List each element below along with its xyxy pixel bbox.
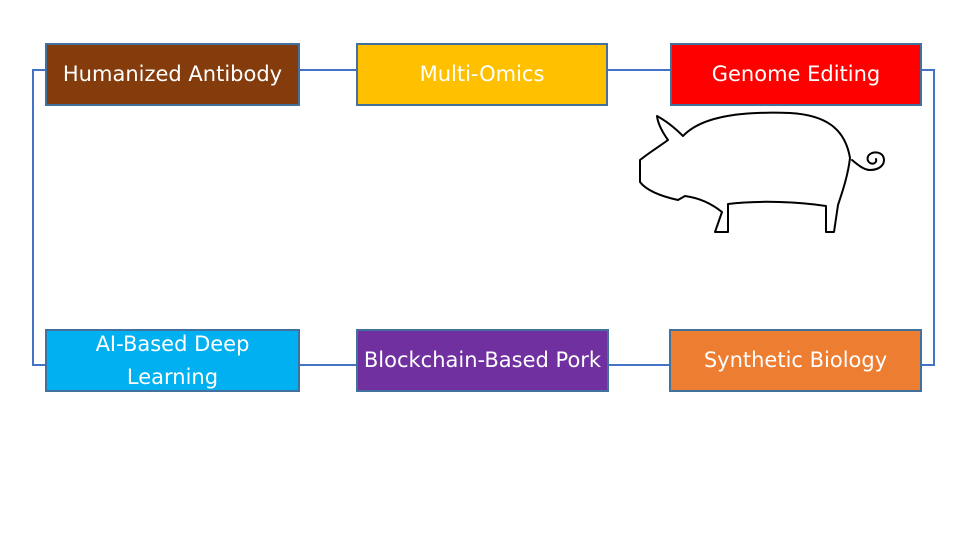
node-label: Blockchain-Based Pork (363, 348, 602, 372)
node-humanized-antibody: Humanized Antibody (45, 43, 300, 106)
node-label: Multi-Omics (419, 62, 545, 86)
node-multi-omics: Multi-Omics (356, 43, 608, 106)
node-label: Synthetic Biology (703, 348, 888, 372)
pig-outline-icon (639, 111, 885, 233)
node-genome-editing: Genome Editing (670, 43, 922, 106)
node-label: AI-Based Deep Learning (95, 331, 250, 389)
node-ai-deep-learning: AI-Based Deep Learning (45, 329, 300, 392)
node-blockchain-pork: Blockchain-Based Pork (356, 329, 609, 392)
node-label: Humanized Antibody (62, 62, 283, 86)
connector-loop (32, 69, 935, 366)
node-label: Genome Editing (711, 62, 881, 86)
node-synthetic-biology: Synthetic Biology (669, 329, 922, 392)
